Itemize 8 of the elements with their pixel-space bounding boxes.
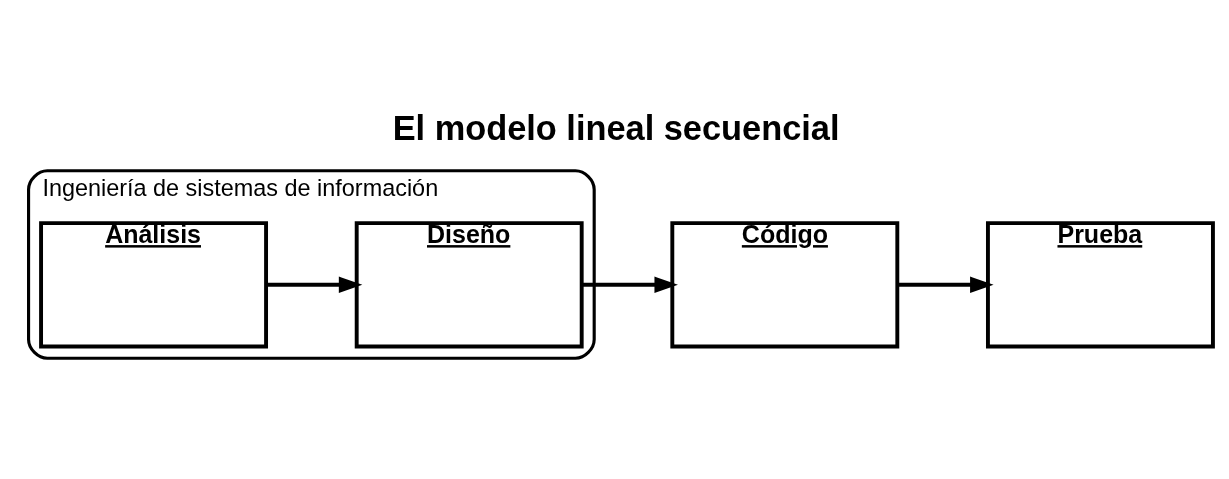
node-box: Código xyxy=(670,221,900,349)
node-box: Diseño xyxy=(354,221,584,349)
node-box: Análisis xyxy=(39,221,268,349)
arrow xyxy=(581,276,678,294)
arrow xyxy=(897,276,994,294)
diagram-title: El modelo lineal secuencial xyxy=(392,109,840,148)
arrow xyxy=(266,276,363,294)
node-box: Prueba xyxy=(986,221,1215,349)
